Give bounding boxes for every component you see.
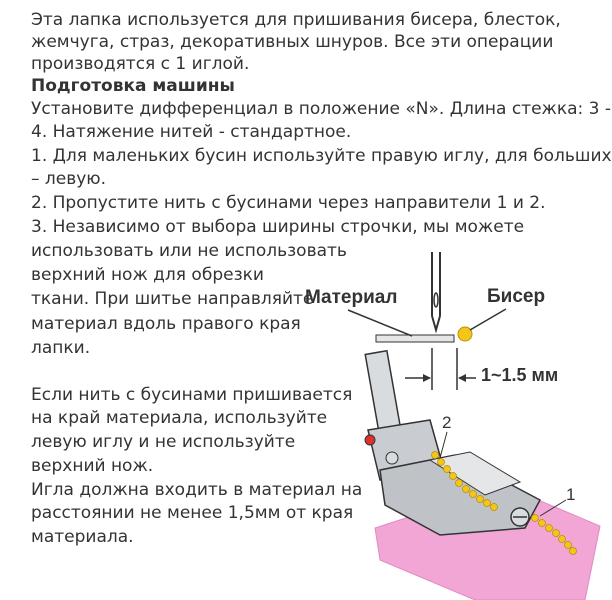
presser-foot <box>364 349 542 536</box>
instruction-line: материал вдоль правого края <box>31 314 301 334</box>
note-line: материала. <box>31 527 134 547</box>
note-line: Если нить с бусинами пришивается <box>31 385 353 405</box>
bead <box>457 326 473 342</box>
instruction-line: 2. Пропустите нить с бусинами через напр… <box>31 193 546 213</box>
note-line: на край материала, используйте <box>31 408 328 428</box>
instruction-line: ткани. При шитье направляйте <box>31 289 314 309</box>
note-line: расстоянии не менее 1,5мм от края <box>31 503 354 523</box>
section-heading: Подготовка машины <box>31 76 235 96</box>
instruction-line: верхний нож для обрезки <box>31 265 264 285</box>
label-distance: 1~1.5 мм <box>481 365 559 385</box>
instruction-line: использовать или не использовать <box>31 241 347 261</box>
intro-line-3: производятся с 1 иглой. <box>31 54 250 74</box>
intro-line-2: жемчуга, страз, декоративных шнуров. Все… <box>31 32 554 52</box>
instruction-line: 4. Натяжение нитей - стандартное. <box>31 122 352 142</box>
note-line: Игла должна входить в материал на <box>31 480 363 500</box>
intro-line-1: Эта лапка используется для пришивания би… <box>31 10 561 30</box>
callout-2: 2 <box>442 413 452 432</box>
note-line: левую иглу и не используйте <box>31 432 296 452</box>
instruction-line: 3. Независимо от выбора ширины строчки, … <box>31 217 525 237</box>
label-material: Материал <box>305 287 398 308</box>
material-plate <box>375 334 455 343</box>
bead-string <box>431 451 577 555</box>
instruction-line: 1. Для маленьких бусин используйте праву… <box>31 146 612 166</box>
callout-1: 1 <box>566 485 576 504</box>
needle-icon <box>431 252 441 334</box>
instruction-line: Установите дифференциал в положение «N».… <box>31 99 612 119</box>
instruction-line: – левую. <box>31 169 107 189</box>
label-beads: Бисер <box>487 286 546 307</box>
note-line: верхний нож. <box>31 456 154 476</box>
instruction-line: лапки. <box>31 338 91 358</box>
